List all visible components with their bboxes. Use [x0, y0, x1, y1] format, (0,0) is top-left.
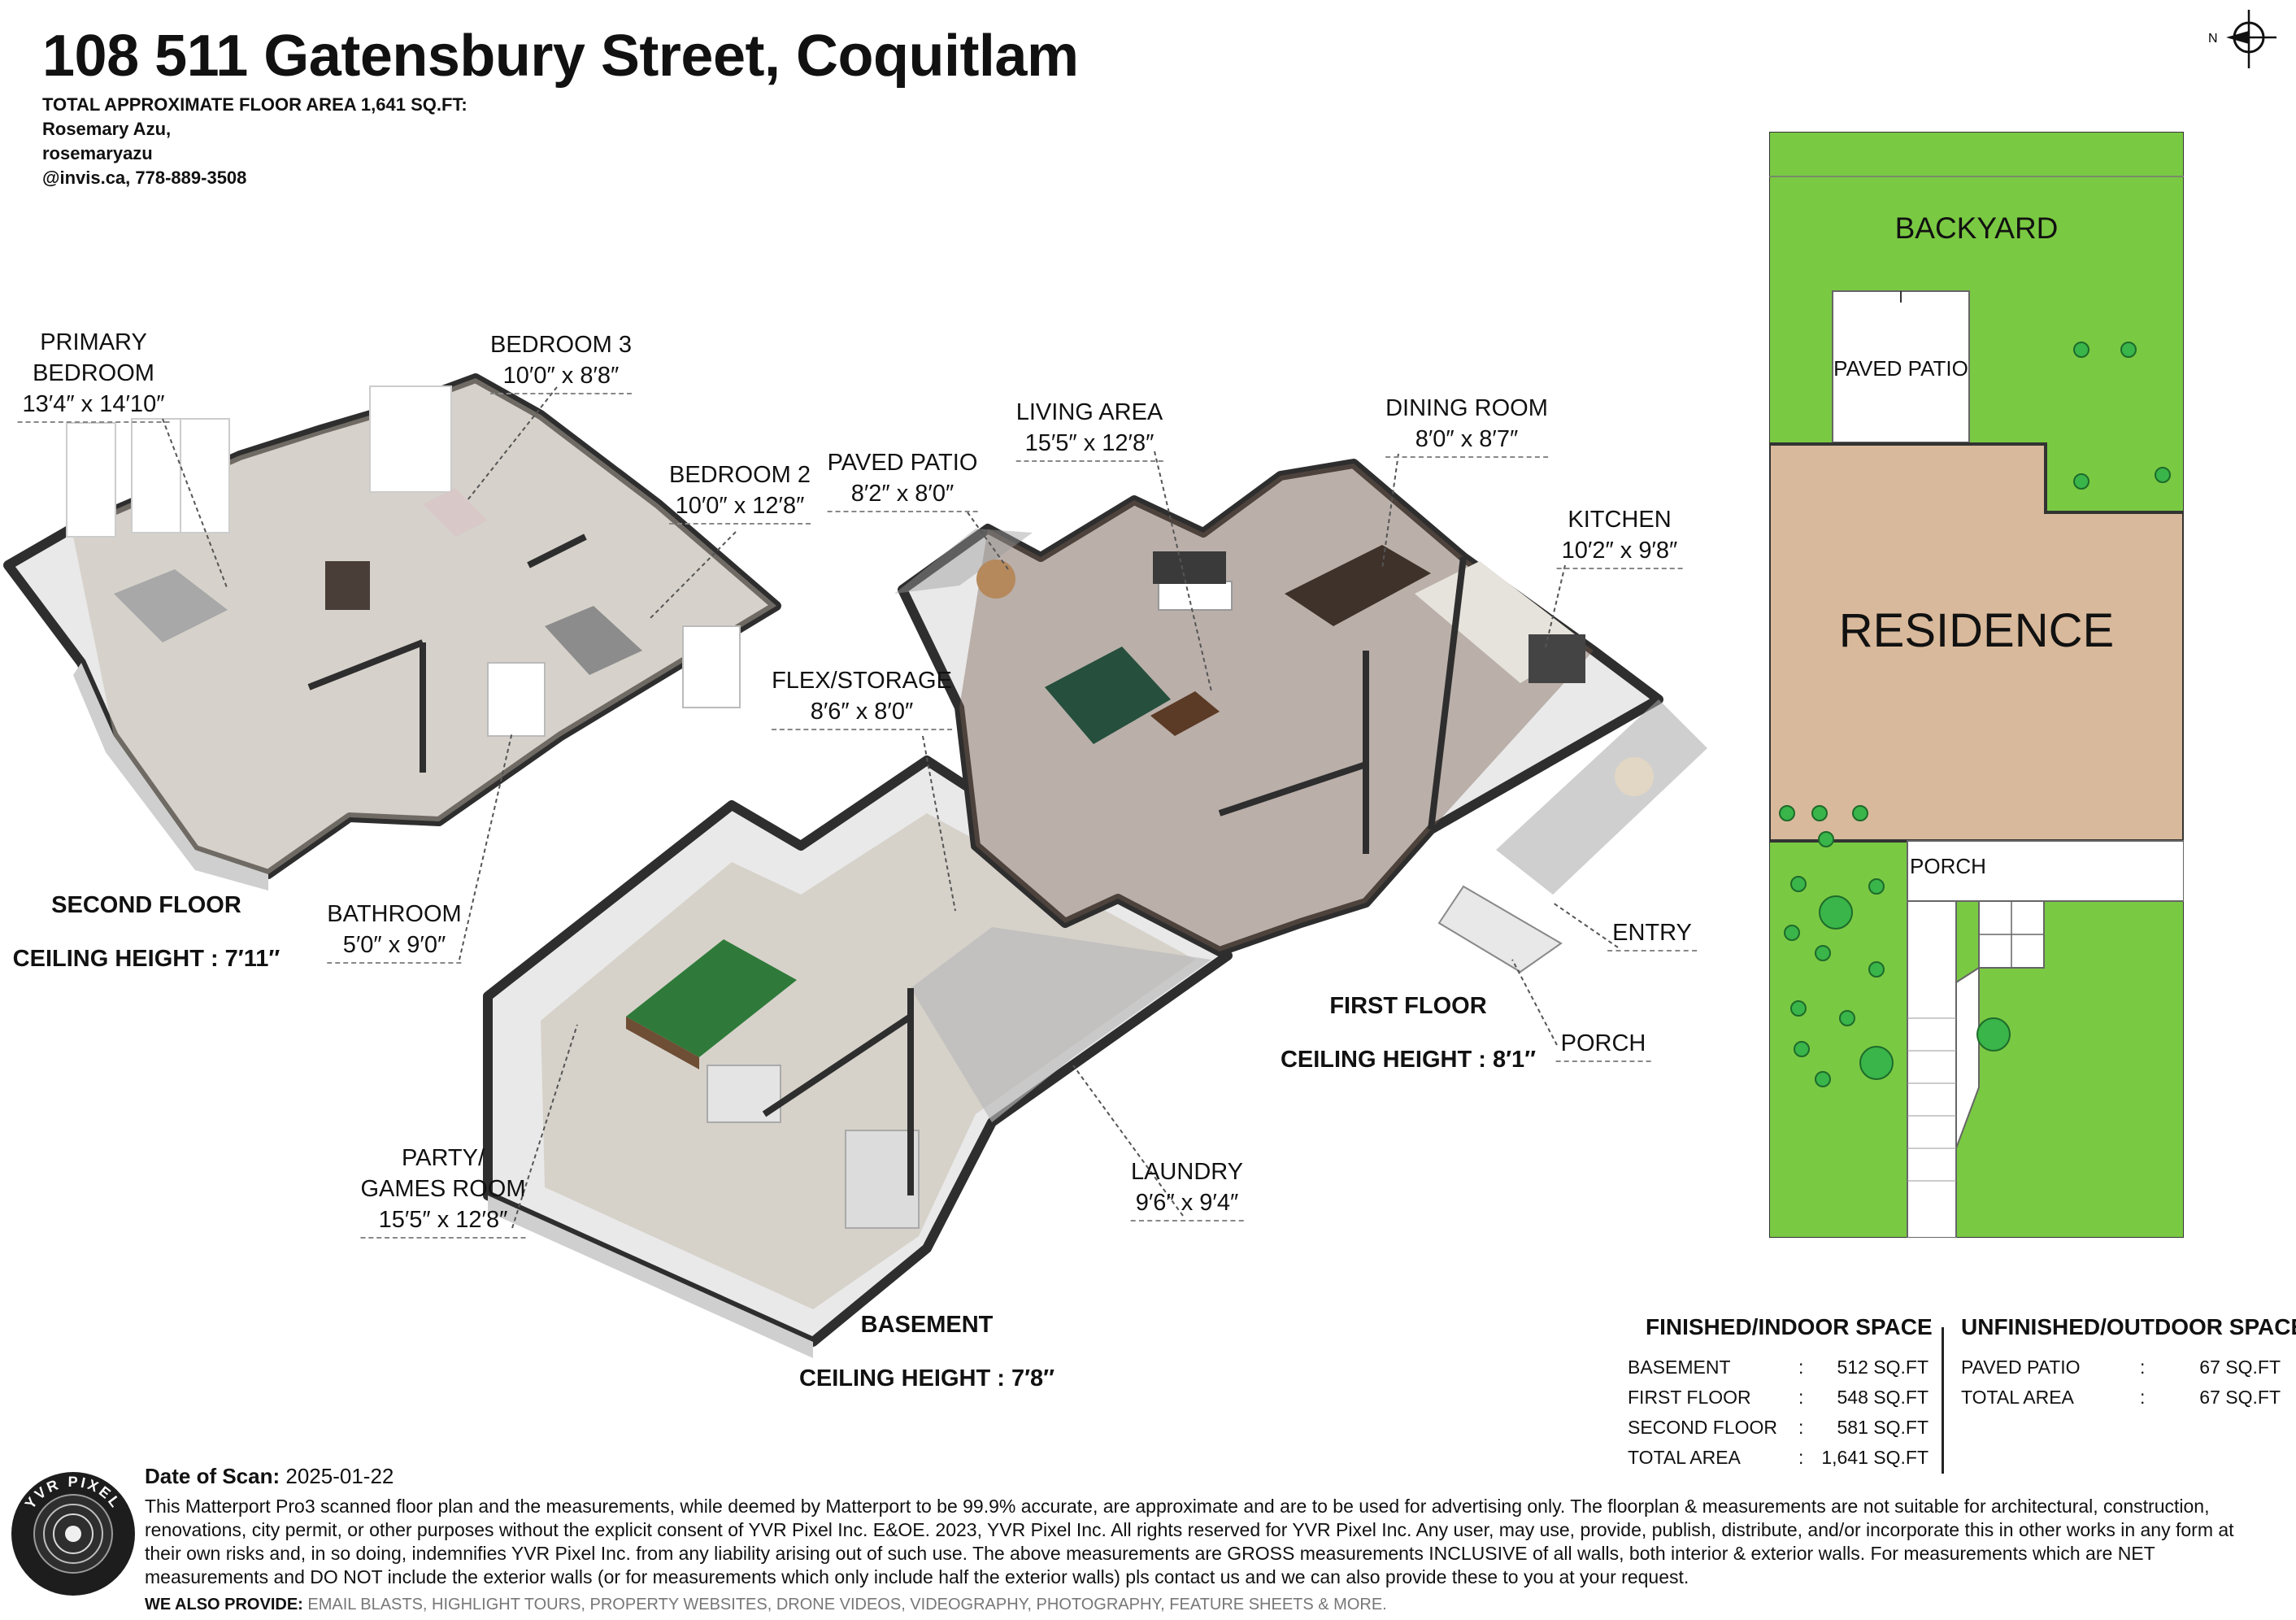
room-label-bathroom: BATHROOM 5′0″ x 9′0″: [327, 899, 462, 964]
kitchen-dim: 10′2″ x 9′8″: [1556, 535, 1683, 569]
party-games-dim: 15′5″ x 12′8″: [360, 1204, 526, 1239]
room-label-dining-room: DINING ROOM 8′0″ x 8′7″: [1385, 393, 1548, 458]
room-label-entry: ENTRY: [1607, 917, 1697, 952]
unfinished-row-label-2: TOTAL AREA: [1961, 1387, 2074, 1408]
living-area-name: LIVING AREA: [1015, 399, 1163, 425]
bathroom-name: BATHROOM: [327, 901, 462, 927]
room-label-flex-storage: FLEX/STORAGE 8′6″ x 8′0″: [772, 665, 952, 730]
total-area-text: TOTAL APPROXIMATE FLOOR AREA 1,641 SQ.FT…: [42, 94, 467, 115]
room-label-party-games: PARTY/ GAMES ROOM 15′5″ x 12′8″: [360, 1143, 526, 1239]
second-floor-plan: [3, 373, 781, 891]
room-label-paved-patio: PAVED PATIO 8′2″ x 8′0″: [827, 447, 978, 512]
page-title: 108 511 Gatensbury Street, Coquitlam: [42, 24, 1079, 89]
north-compass-icon: N: [2208, 10, 2276, 68]
flex-storage-dim: 8′6″ x 8′0″: [772, 696, 952, 730]
also-provide-items: EMAIL BLASTS, HIGHLIGHT TOURS, PROPERTY …: [307, 1596, 1387, 1613]
contact-user: rosemaryazu: [42, 143, 153, 163]
porch-name: PORCH: [1555, 1028, 1651, 1062]
kitchen-name: KITCHEN: [1568, 507, 1672, 533]
site-residence-label: RESIDENCE: [1838, 604, 2115, 657]
site-paved-patio-label: PAVED PATIO: [1833, 356, 1968, 381]
unfinished-space-title: UNFINISHED/OUTDOOR SPACE: [1961, 1314, 2296, 1339]
primary-bedroom-name-1: PRIMARY: [40, 329, 147, 355]
bathroom-dim: 5′0″ x 9′0″: [327, 930, 462, 964]
scan-date-line: Date of Scan: 2025-01-22: [145, 1464, 394, 1489]
unfinished-row-sep-1: :: [2140, 1357, 2146, 1378]
first-floor-label: FIRST FLOOR CEILING HEIGHT : 8′1″: [1281, 979, 1536, 1087]
paved-patio-dim: 8′2″ x 8′0″: [827, 478, 978, 512]
site-plan: BACKYARD PAVED PATIO RESIDENCE PORCH: [1768, 131, 2185, 1239]
finished-row-sep-2: :: [1798, 1387, 1804, 1408]
second-floor-label: SECOND FLOOR CEILING HEIGHT : 7′11″: [13, 878, 280, 986]
second-floor-ceiling: CEILING HEIGHT : 7′11″: [12, 946, 280, 972]
first-floor-plan: [894, 459, 1707, 973]
yvr-pixel-logo: YVR PIXEL: [11, 1472, 135, 1596]
spaces-divider: [1942, 1327, 1944, 1474]
unfinished-row-label-1: PAVED PATIO: [1961, 1357, 2081, 1378]
finished-row-sep-1: :: [1798, 1357, 1804, 1378]
room-label-kitchen: KITCHEN 10′2″ x 9′8″: [1556, 504, 1683, 569]
bedroom2-dim: 10′0″ x 12′8″: [668, 490, 811, 525]
finished-row-label-2: FIRST FLOOR: [1628, 1387, 1751, 1408]
finished-row-label-3: SECOND FLOOR: [1628, 1417, 1778, 1438]
party-games-name-2: GAMES ROOM: [360, 1176, 526, 1202]
finished-row-label-4: TOTAL AREA: [1628, 1447, 1741, 1468]
room-label-bedroom-3: BEDROOM 3 10′0″ x 8′8″: [489, 329, 633, 394]
disclaimer-text: This Matterport Pro3 scanned floor plan …: [145, 1496, 2234, 1587]
basement-ceiling: CEILING HEIGHT : 7′8″: [798, 1365, 1055, 1391]
finished-row-value-3: 581 SQ.FT: [1837, 1417, 1929, 1438]
finished-row-value-4: 1,641 SQ.FT: [1821, 1447, 1929, 1468]
scan-date-label: Date of Scan:: [145, 1464, 280, 1488]
finished-space-title: FINISHED/INDOOR SPACE: [1646, 1314, 1933, 1339]
site-trees: [1779, 342, 2171, 1087]
finished-row-value-1: 512 SQ.FT: [1837, 1357, 1929, 1378]
finished-row-value-2: 548 SQ.FT: [1837, 1387, 1929, 1408]
first-floor-ceiling: CEILING HEIGHT : 8′1″: [1280, 1047, 1537, 1073]
site-porch-label: PORCH: [1910, 854, 1986, 878]
room-label-bedroom-2: BEDROOM 2 10′0″ x 12′8″: [668, 459, 811, 525]
primary-bedroom-dim: 13′4″ x 14′10″: [17, 389, 170, 423]
laundry-name: LAUNDRY: [1130, 1159, 1244, 1185]
also-provide-line: WE ALSO PROVIDE: EMAIL BLASTS, HIGHLIGHT…: [145, 1596, 1387, 1614]
label-leader-lines: [162, 386, 1619, 1229]
finished-row-sep-3: :: [1798, 1417, 1804, 1438]
contact-domain-phone: @invis.ca, 778-889-3508: [42, 168, 247, 188]
also-provide-label: WE ALSO PROVIDE:: [145, 1596, 303, 1613]
room-label-porch: PORCH: [1555, 1028, 1651, 1062]
room-label-laundry: LAUNDRY 9′6″ x 9′4″: [1130, 1156, 1244, 1222]
unfinished-row-value-1: 67 SQ.FT: [2199, 1357, 2281, 1378]
bedroom3-name: BEDROOM 3: [489, 332, 633, 358]
room-label-primary-bedroom: PRIMARY BEDROOM 13′4″ x 14′10″: [17, 327, 170, 423]
first-floor-name: FIRST FLOOR: [1329, 993, 1487, 1019]
party-games-name-1: PARTY/: [401, 1145, 485, 1171]
unfinished-row-sep-2: :: [2140, 1387, 2146, 1408]
bedroom2-name: BEDROOM 2: [668, 462, 811, 488]
second-floor-name: SECOND FLOOR: [51, 892, 241, 918]
primary-bedroom-name-2: BEDROOM: [33, 360, 154, 386]
finished-row-sep-4: :: [1798, 1447, 1804, 1468]
compass-north-label: N: [2208, 32, 2218, 46]
living-area-dim: 15′5″ x 12′8″: [1015, 428, 1163, 462]
unfinished-row-value-2: 67 SQ.FT: [2199, 1387, 2281, 1408]
site-plan-drawing: [1768, 131, 2185, 1239]
site-backyard-label: BACKYARD: [1894, 211, 2059, 245]
finished-row-label-1: BASEMENT: [1628, 1357, 1731, 1378]
basement-name: BASEMENT: [860, 1312, 994, 1338]
room-label-living-area: LIVING AREA 15′5″ x 12′8″: [1015, 397, 1163, 462]
scan-date-value: 2025-01-22: [285, 1464, 394, 1488]
dining-room-dim: 8′0″ x 8′7″: [1385, 424, 1548, 458]
basement-label: BASEMENT CEILING HEIGHT : 7′8″: [799, 1298, 1055, 1405]
paved-patio-name: PAVED PATIO: [827, 450, 978, 476]
bedroom3-dim: 10′0″ x 8′8″: [489, 360, 633, 394]
dining-room-name: DINING ROOM: [1385, 395, 1548, 421]
contact-name: Rosemary Azu,: [42, 119, 172, 139]
flex-storage-name: FLEX/STORAGE: [772, 668, 952, 694]
laundry-dim: 9′6″ x 9′4″: [1130, 1187, 1244, 1222]
entry-name: ENTRY: [1607, 917, 1697, 952]
